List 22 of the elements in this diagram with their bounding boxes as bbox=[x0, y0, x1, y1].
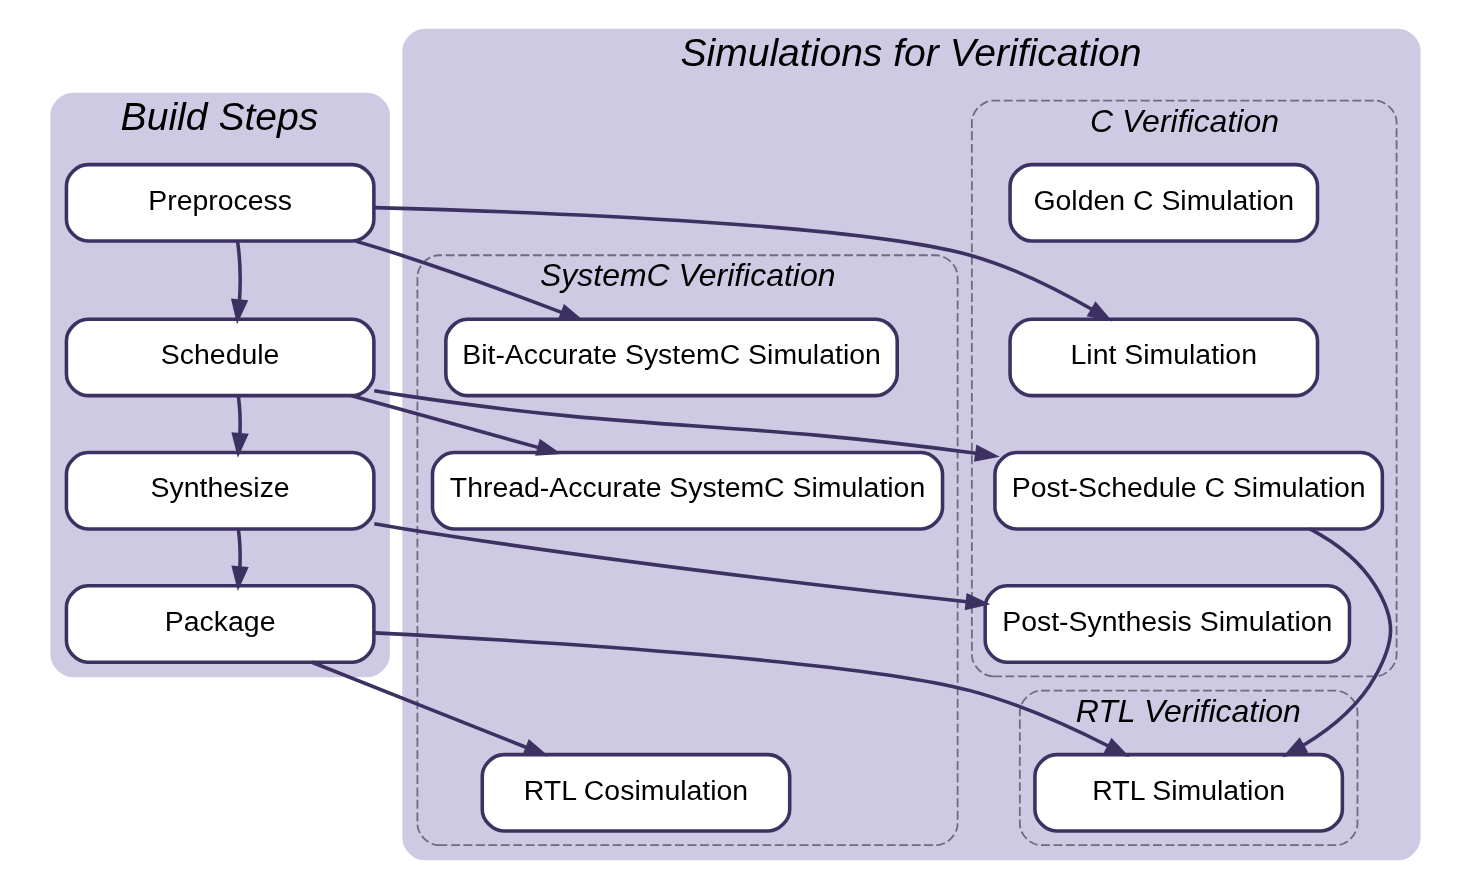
node-box: Preprocess bbox=[64, 162, 376, 243]
arrow bbox=[310, 660, 549, 757]
node-box: Schedule bbox=[64, 317, 376, 398]
arrow bbox=[230, 240, 248, 325]
node-box: Bit-Accurate SystemC Simulation bbox=[443, 317, 899, 398]
node-box: Package bbox=[64, 584, 376, 664]
arrow bbox=[350, 393, 561, 456]
arrow bbox=[373, 631, 1130, 758]
arrow bbox=[1281, 527, 1392, 758]
node-box: Post-Schedule C Simulation bbox=[992, 450, 1384, 531]
node-box: Synthesize bbox=[64, 450, 376, 531]
arrow bbox=[230, 529, 249, 592]
node-box: Golden C Simulation bbox=[1007, 162, 1319, 243]
node-box: Thread-Accurate SystemC Simulation bbox=[430, 450, 944, 531]
arrow bbox=[230, 395, 249, 458]
node-box: RTL Cosimulation bbox=[480, 752, 791, 833]
arrow bbox=[373, 388, 1000, 462]
node-box: Post-Synthesis Simulation bbox=[982, 584, 1351, 664]
node-box: Lint Simulation bbox=[1007, 317, 1319, 398]
arrow bbox=[373, 205, 1112, 322]
node-box: RTL Simulation bbox=[1032, 752, 1344, 833]
arrow bbox=[354, 239, 584, 321]
